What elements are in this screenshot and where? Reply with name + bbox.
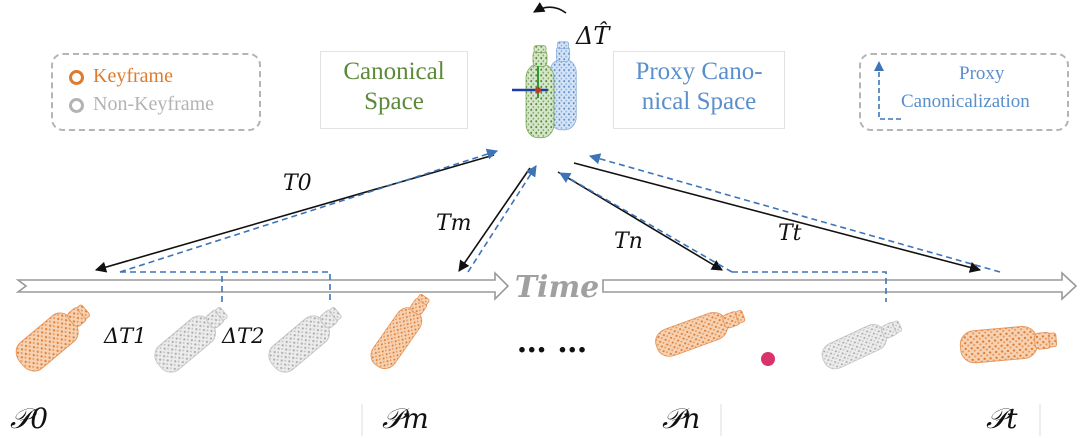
frame-dividers xyxy=(361,404,1041,436)
frame-label-pm: 𝒫m xyxy=(382,402,429,435)
canonical-space-line2: Space xyxy=(364,88,424,115)
label-tn: Tn xyxy=(614,229,643,254)
proxy-paths xyxy=(119,148,1001,302)
keyframe-ring-icon xyxy=(69,69,84,85)
bottle-pt xyxy=(958,322,1059,365)
frame-label-pt: 𝒫t xyxy=(986,402,1018,435)
canonical-space-line1: Canonical xyxy=(343,58,445,85)
bottle-pn xyxy=(651,301,749,361)
bottle-nonkey-2 xyxy=(262,299,349,378)
proxy-space-line2: nical Space xyxy=(641,88,757,115)
proxy-canonicalization-legend: Proxy Canonicalization xyxy=(859,53,1069,131)
bottle-pm xyxy=(365,288,437,374)
legend-nonkeyframe-label: Non-Keyframe xyxy=(93,93,215,115)
frame-labels: 𝒫0 𝒫m 𝒫n 𝒫t xyxy=(10,402,1018,435)
ellipsis: … … xyxy=(517,325,587,360)
rotation-arrow-icon xyxy=(533,2,567,14)
bottle-p0 xyxy=(10,296,98,378)
sample-point-dot xyxy=(761,352,775,366)
label-dt2: ΔT2 xyxy=(221,324,265,348)
proxy-arrow-pt xyxy=(588,153,1001,273)
label-tm: Tm xyxy=(436,211,472,236)
nonkeyframe-ring-icon xyxy=(69,97,84,113)
bottle-nonkey-3 xyxy=(817,312,907,374)
legend-keyframe-row: Keyframe xyxy=(69,65,173,88)
timeline-label: Time xyxy=(515,270,600,305)
proxy-dashed-arrow-icon xyxy=(874,61,901,120)
proxy-path-right xyxy=(732,271,887,302)
frame-label-p0: 𝒫0 xyxy=(10,402,48,435)
proxy-legend-line2: Canonicalization xyxy=(901,91,1030,112)
proxy-arrow-pm xyxy=(467,165,537,273)
proxy-legend-line1: Proxy xyxy=(959,63,1005,84)
transform-labels: T0 Tm Tn Tt ΔT1 ΔT2 xyxy=(103,171,802,348)
label-t0: T0 xyxy=(283,171,312,196)
frame-bottles xyxy=(10,288,1059,378)
arrow-tm-down xyxy=(458,167,531,272)
legend-nonkeyframe-row: Non-Keyframe xyxy=(69,93,214,116)
timeline-right-arrow xyxy=(602,271,1078,301)
proxy-path-left xyxy=(221,271,331,302)
timeline-left-arrow xyxy=(15,271,510,301)
label-dt1: ΔT1 xyxy=(103,324,147,348)
arrow-tn xyxy=(557,171,723,271)
proxy-canonical-space-box: Proxy Cano- nical Space xyxy=(613,51,785,129)
proxy-arrow-pn xyxy=(559,172,733,273)
proxy-space-line1: Proxy Cano- xyxy=(635,58,763,85)
frame-type-legend: Keyframe Non-Keyframe xyxy=(51,53,261,131)
frame-label-pn: 𝒫n xyxy=(662,402,700,435)
timeline: Time xyxy=(15,270,1078,305)
arrow-t0 xyxy=(94,154,495,273)
canonical-bottle: ΔT̂ xyxy=(512,2,611,139)
arrow-tt xyxy=(573,162,982,273)
canonical-space-box: Canonical Space xyxy=(320,51,468,129)
transform-arrows xyxy=(94,154,982,273)
label-tt: Tt xyxy=(778,221,802,246)
delta-t-hat-label: ΔT̂ xyxy=(575,22,611,50)
legend-keyframe-label: Keyframe xyxy=(93,65,173,87)
proxy-arrow-p0 xyxy=(119,148,499,273)
